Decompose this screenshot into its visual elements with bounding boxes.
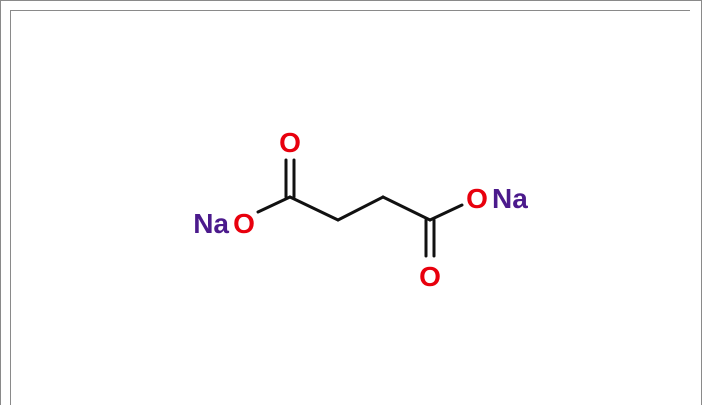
atom-oxygen-left: O [233, 208, 255, 239]
bond-layer [256, 158, 464, 258]
bond-c4-o-right [428, 203, 464, 222]
bond-c1-c2 [288, 195, 340, 222]
bond-c3-c4 [381, 195, 432, 222]
bond-c1-o-left [256, 195, 292, 214]
atom-sodium-right: Na [492, 183, 528, 214]
atom-oxygen-top: O [279, 127, 301, 158]
atom-sodium-left: Na [193, 208, 229, 239]
canvas-inner-border-left [10, 10, 11, 405]
canvas-inner-border-top [10, 10, 690, 11]
atom-oxygen-right: O [466, 183, 488, 214]
atom-oxygen-bottom: O [419, 261, 441, 292]
bond-c2-c3 [336, 195, 385, 222]
